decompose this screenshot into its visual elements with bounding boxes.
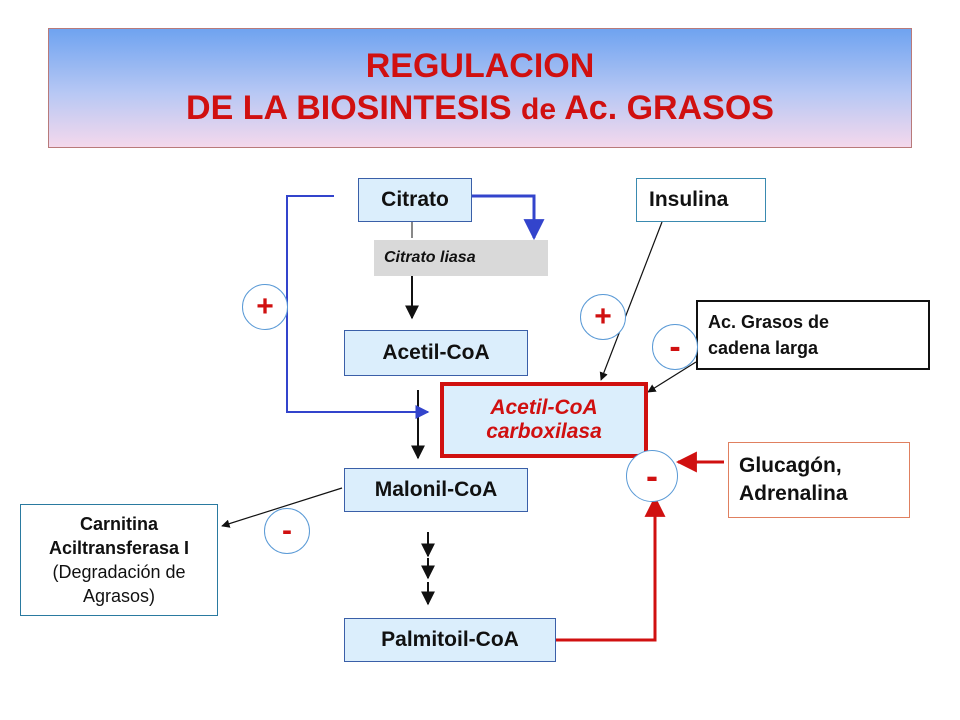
node-palmitoil-coa-label: Palmitoil-CoA (381, 628, 519, 651)
node-carnitina-line-2: Aciltransferasa I (48, 538, 190, 558)
node-acc-line-2: carboxilasa (486, 420, 602, 443)
title-line-1: REGULACION (365, 47, 595, 85)
title-line-2-main: DE LA BIOSINTESIS (186, 89, 512, 127)
sign-glucagon-minus-label: - (646, 455, 658, 496)
sign-malonil-minus-label: - (282, 514, 292, 547)
title-line-2: DE LA BIOSINTESIS de Ac. GRASOS (186, 87, 774, 131)
sign-acgrasos-minus: - (652, 324, 698, 370)
node-acc-line-1: Acetil-CoA (490, 396, 598, 419)
node-acetil-coa: Acetil-CoA (344, 330, 528, 376)
node-glucagon-line-1: Glucagón, (739, 454, 842, 477)
sign-citrato-plus: + (242, 284, 288, 330)
node-carnitina: Carnitina Aciltransferasa I (Degradación… (20, 504, 218, 616)
node-acetil-coa-carboxilasa: Acetil-CoA carboxilasa (440, 382, 648, 458)
title-line-2-de: de (521, 93, 557, 126)
sign-acgrasos-minus-label: - (669, 327, 681, 366)
node-citrato-liasa: Citrato liasa (374, 240, 548, 276)
sign-insulina-plus-label: + (594, 300, 612, 333)
sign-glucagon-minus: - (626, 450, 678, 502)
node-glucagon: Glucagón, Adrenalina (728, 442, 910, 518)
node-citrato-label: Citrato (381, 188, 449, 211)
node-malonil-coa-label: Malonil-CoA (374, 478, 498, 501)
node-palmitoil-coa: Palmitoil-CoA (344, 618, 556, 662)
node-acetil-coa-label: Acetil-CoA (382, 341, 490, 364)
node-citrato: Citrato (358, 178, 472, 222)
node-insulina: Insulina (636, 178, 766, 222)
node-carnitina-line-4: Agrasos) (82, 586, 156, 606)
node-carnitina-line-1: Carnitina (79, 514, 158, 534)
activation-citrato-to-liasa (472, 194, 545, 241)
inhibition-malonil-to-carnitina (221, 487, 343, 528)
node-carnitina-line-3: (Degradación de (52, 562, 186, 582)
node-malonil-coa: Malonil-CoA (344, 468, 528, 512)
title-line-2-end: Ac. GRASOS (564, 89, 774, 127)
node-ac-grasos: Ac. Grasos de cadena larga (696, 300, 930, 370)
sign-malonil-minus: - (264, 508, 310, 554)
sign-citrato-plus-label: + (256, 290, 274, 323)
node-ac-grasos-line-1: Ac. Grasos de (708, 312, 830, 332)
node-glucagon-line-2: Adrenalina (739, 482, 848, 505)
title-banner: REGULACION DE LA BIOSINTESIS de Ac. GRAS… (48, 28, 912, 148)
node-citrato-liasa-label: Citrato liasa (384, 249, 476, 266)
node-ac-grasos-line-2: cadena larga (708, 338, 819, 358)
sign-insulina-plus: + (580, 294, 626, 340)
activation-insulina-to-acc (599, 221, 663, 381)
inhibition-acgrasos-to-acc (647, 361, 697, 393)
inhibition-palmitoil-to-acc (556, 495, 666, 642)
node-insulina-label: Insulina (649, 188, 729, 211)
activation-citrato-to-acc (286, 195, 430, 419)
